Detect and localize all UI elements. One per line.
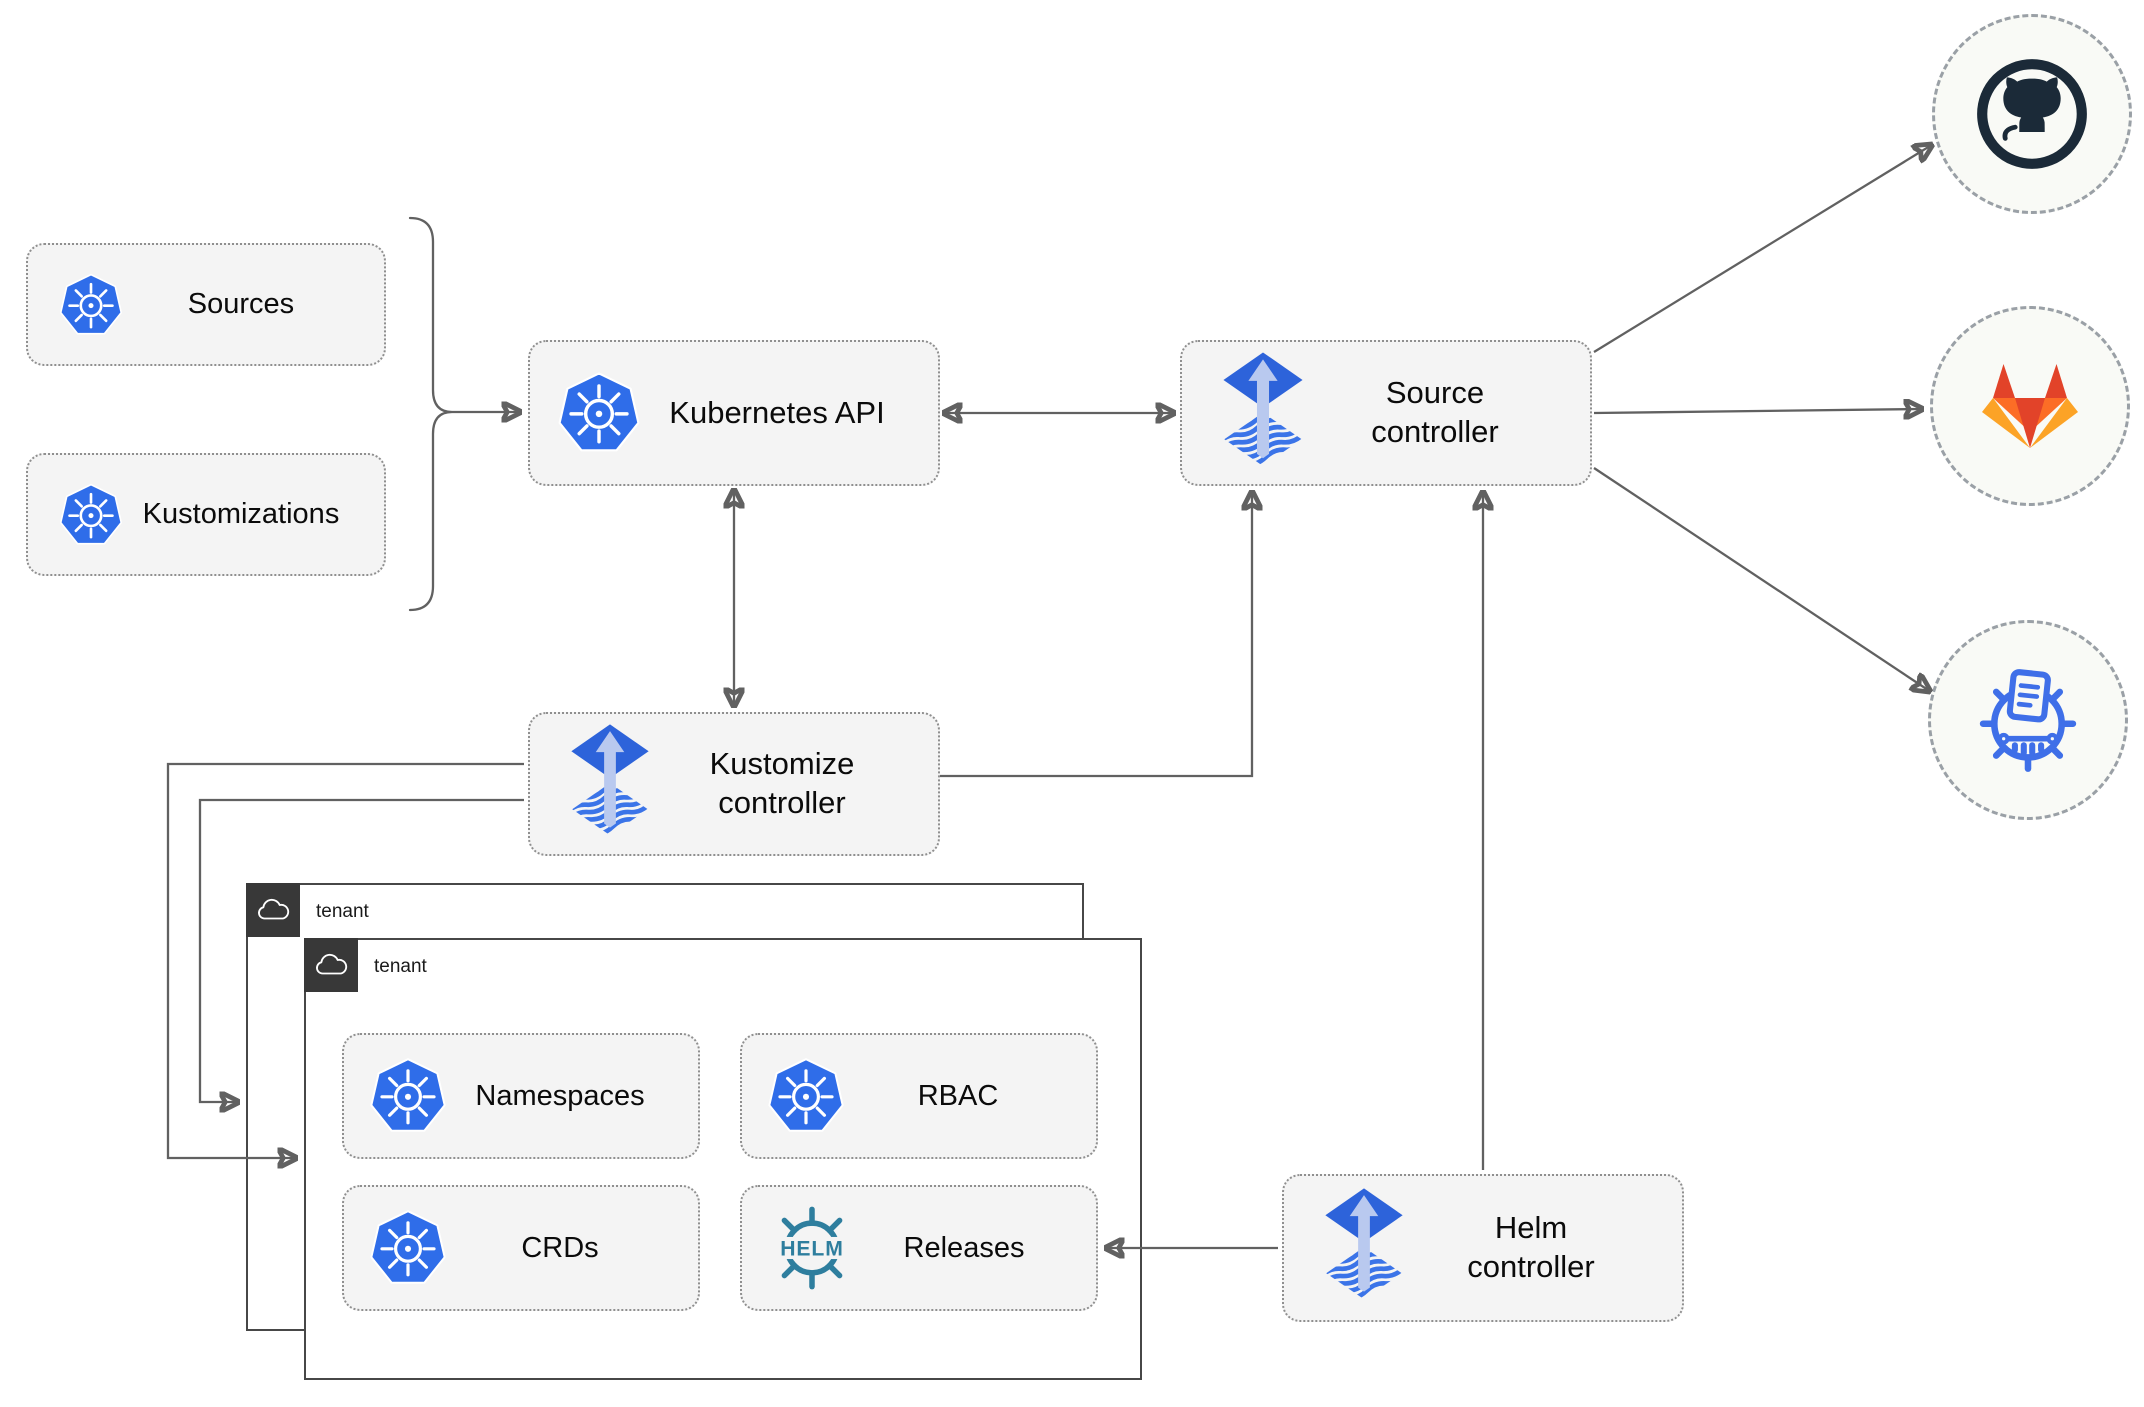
helm-icon: HELM bbox=[777, 1206, 847, 1290]
node-label: Kustomize controller bbox=[709, 746, 855, 820]
node-crds: CRDs bbox=[342, 1185, 700, 1311]
node-source-controller: Source controller bbox=[1180, 340, 1592, 486]
cloud-icon bbox=[256, 897, 290, 923]
flux-icon bbox=[1220, 349, 1306, 478]
tenant-tab bbox=[304, 938, 358, 992]
node-rbac: RBAC bbox=[740, 1033, 1098, 1159]
edge-source-controller-to-github bbox=[1593, 146, 1930, 353]
flux-icon bbox=[1322, 1185, 1406, 1311]
node-label: RBAC bbox=[917, 1079, 999, 1112]
github-icon bbox=[1972, 54, 2092, 174]
node-sources: Sources bbox=[26, 243, 386, 366]
flux-icon bbox=[568, 721, 652, 847]
gitlab-icon bbox=[1980, 360, 2080, 452]
node-kubernetes-api: Kubernetes API bbox=[528, 340, 940, 486]
kubernetes-icon bbox=[58, 482, 124, 548]
endpoint-gitlab bbox=[1930, 306, 2130, 506]
node-namespaces: Namespaces bbox=[342, 1033, 700, 1159]
brace-sources-kustomizations bbox=[408, 216, 453, 612]
node-label: Sources bbox=[187, 288, 295, 321]
edge-kustomize-to-source-controller bbox=[940, 494, 1252, 778]
node-label: Source controller bbox=[1371, 375, 1499, 449]
node-label: Kustomizations bbox=[142, 498, 340, 531]
node-label: Releases bbox=[903, 1231, 1025, 1264]
cloud-icon bbox=[314, 952, 348, 978]
helm-wheel-spokes bbox=[781, 1206, 843, 1290]
endpoint-github bbox=[1932, 14, 2132, 214]
endpoint-helm-repository bbox=[1928, 620, 2128, 820]
kubernetes-icon bbox=[766, 1056, 846, 1136]
tenant-tab bbox=[246, 883, 300, 937]
node-kustomizations: Kustomizations bbox=[26, 453, 386, 576]
node-label: Kubernetes API bbox=[669, 394, 885, 430]
node-releases: HELM Releases bbox=[740, 1185, 1098, 1311]
kubernetes-icon bbox=[368, 1208, 448, 1288]
tenant-label: tenant bbox=[374, 956, 427, 977]
edge-source-controller-to-gitlab bbox=[1593, 409, 1920, 413]
tenant-label: tenant bbox=[316, 901, 369, 922]
kubernetes-icon bbox=[58, 272, 124, 338]
helm-icon-text: HELM bbox=[780, 1237, 844, 1260]
node-helm-controller: Helm controller bbox=[1282, 1174, 1684, 1322]
node-kustomize-controller: Kustomize controller bbox=[528, 712, 940, 856]
node-label: CRDs bbox=[521, 1231, 599, 1264]
kubernetes-icon bbox=[556, 370, 642, 456]
kubernetes-icon bbox=[368, 1056, 448, 1136]
tenant-group-front: tenant bbox=[304, 938, 1142, 1380]
node-label: Namespaces bbox=[475, 1079, 645, 1112]
node-label: Helm controller bbox=[1467, 1210, 1595, 1284]
edge-source-controller-to-helm-repository bbox=[1593, 467, 1928, 690]
chartmuseum-icon bbox=[1970, 662, 2086, 778]
